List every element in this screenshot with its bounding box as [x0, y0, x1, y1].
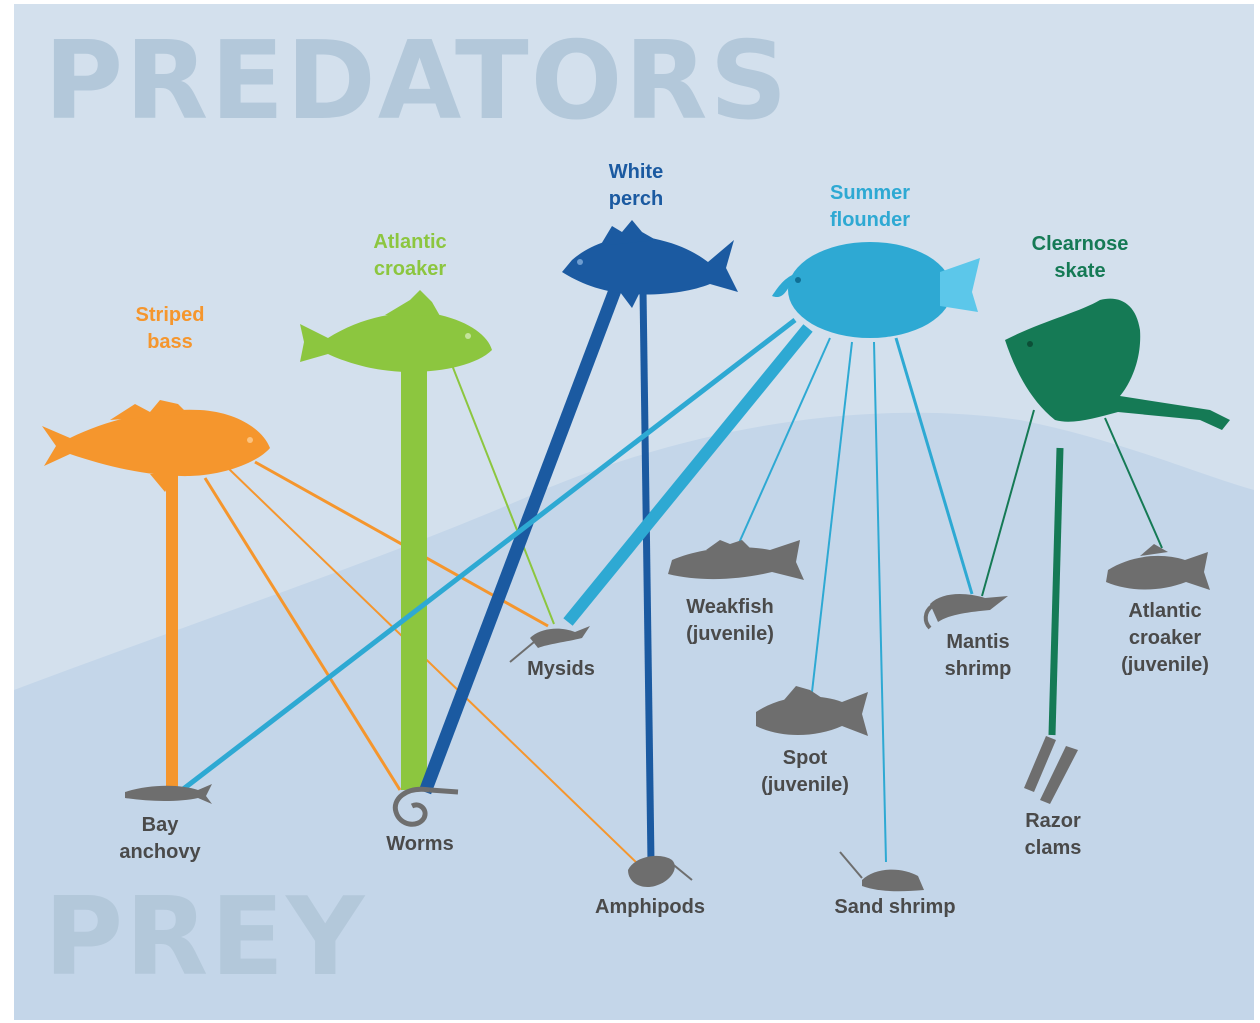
label-razor-clams-line1: Razor	[983, 808, 1123, 835]
label-croaker-juvenile-line2: croaker	[1095, 625, 1235, 652]
label-mantis-shrimp-line2: shrimp	[908, 656, 1048, 683]
label-mysids-line1: Mysids	[491, 656, 631, 683]
label-croaker-juvenile-line1: Atlantic	[1095, 598, 1235, 625]
label-sand-shrimp-line1: Sand shrimp	[810, 894, 980, 921]
predators-heading: PREDATORS	[44, 22, 789, 142]
label-worms-line1: Worms	[350, 831, 490, 858]
label-croaker-juvenile-line3: (juvenile)	[1095, 652, 1235, 679]
label-bay-anchovy: Bay anchovy	[90, 812, 230, 866]
label-clearnose-skate: Clearnose skate	[1000, 231, 1160, 285]
label-striped-bass-line1: Striped	[100, 302, 240, 329]
label-atlantic-croaker-line1: Atlantic	[340, 229, 480, 256]
label-white-perch-line1: White	[566, 159, 706, 186]
label-razor-clams-line2: clams	[983, 835, 1123, 862]
label-atlantic-croaker-juvenile: Atlantic croaker (juvenile)	[1095, 598, 1235, 679]
label-mysids: Mysids	[491, 656, 631, 683]
label-spot-juvenile: Spot (juvenile)	[735, 745, 875, 799]
label-bay-anchovy-line2: anchovy	[90, 839, 230, 866]
label-atlantic-croaker-line2: croaker	[340, 256, 480, 283]
label-striped-bass-line2: bass	[100, 329, 240, 356]
label-weakfish-line2: (juvenile)	[660, 621, 800, 648]
label-razor-clams: Razor clams	[983, 808, 1123, 862]
label-weakfish-line1: Weakfish	[660, 594, 800, 621]
label-worms: Worms	[350, 831, 490, 858]
label-atlantic-croaker: Atlantic croaker	[340, 229, 480, 283]
label-summer-flounder: Summer flounder	[800, 180, 940, 234]
label-mantis-shrimp: Mantis shrimp	[908, 629, 1048, 683]
prey-heading: PREY	[44, 878, 366, 998]
label-clearnose-skate-line2: skate	[1000, 258, 1160, 285]
label-sand-shrimp: Sand shrimp	[810, 894, 980, 921]
label-clearnose-skate-line1: Clearnose	[1000, 231, 1160, 258]
label-striped-bass: Striped bass	[100, 302, 240, 356]
label-bay-anchovy-line1: Bay	[90, 812, 230, 839]
label-white-perch: White perch	[566, 159, 706, 213]
label-mantis-shrimp-line1: Mantis	[908, 629, 1048, 656]
label-summer-flounder-line1: Summer	[800, 180, 940, 207]
label-white-perch-line2: perch	[566, 186, 706, 213]
label-summer-flounder-line2: flounder	[800, 207, 940, 234]
label-spot-line2: (juvenile)	[735, 772, 875, 799]
label-amphipods: Amphipods	[570, 894, 730, 921]
label-amphipods-line1: Amphipods	[570, 894, 730, 921]
label-weakfish-juvenile: Weakfish (juvenile)	[660, 594, 800, 648]
label-spot-line1: Spot	[735, 745, 875, 772]
